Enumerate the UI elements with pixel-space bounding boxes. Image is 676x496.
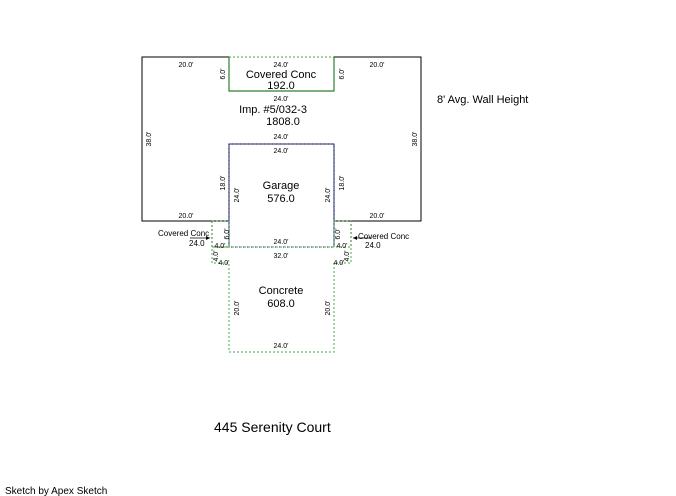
garage-area: 576.0 xyxy=(267,193,295,205)
dim-bottom-right: 20.0' xyxy=(370,213,385,220)
concrete-name: Concrete xyxy=(259,285,304,297)
covered-conc-left-name: Covered Conc xyxy=(158,229,209,238)
dim-small-left-h: 4.0' xyxy=(214,243,225,250)
dim-cc-left: 6.0' xyxy=(220,68,227,79)
dim-garage-right-outer: 18.0' xyxy=(339,176,346,191)
dim-conc-right-top: 4.0' xyxy=(333,260,344,267)
arrow-left-head xyxy=(206,236,210,240)
concrete-area: 608.0 xyxy=(267,298,295,310)
dim-conc-top: 32.0' xyxy=(274,253,289,260)
dim-left-side: 38.0' xyxy=(146,132,153,147)
covered-conc-left-outline xyxy=(211,220,230,248)
concrete-outline xyxy=(211,246,352,353)
covered-conc-right-name: Covered Conc xyxy=(358,232,409,241)
dim-conc-left: 20.0' xyxy=(234,301,241,316)
dim-cc-bottom: 24.0' xyxy=(274,96,289,103)
wall-height-note: 8' Avg. Wall Height xyxy=(437,94,528,106)
address-label: 445 Serenity Court xyxy=(214,419,331,435)
garage-name: Garage xyxy=(263,180,300,192)
dim-bottom-left: 20.0' xyxy=(179,213,194,220)
covered-conc-right-area: 24.0 xyxy=(365,241,381,250)
dim-garage-bottom: 24.0' xyxy=(274,239,289,246)
dim-small-left-v: 6.0' xyxy=(224,228,231,239)
dim-garage-left-inner: 24.0' xyxy=(234,188,241,203)
covered-conc-right-outline xyxy=(333,220,352,248)
dim-garage-top-inner: 24.0' xyxy=(274,148,289,155)
covered-conc-left-area: 24.0 xyxy=(189,239,205,248)
main-area-name: Imp. #5/032-3 xyxy=(239,104,307,116)
covered-conc-top-area: 192.0 xyxy=(267,80,295,92)
dim-top-right: 20.0' xyxy=(370,62,385,69)
dim-small-right-v: 6.0' xyxy=(335,228,342,239)
dim-garage-left-outer: 18.0' xyxy=(220,176,227,191)
dim-small-right-v2: 4.0' xyxy=(344,250,351,261)
dim-small-right-h: 4.0' xyxy=(336,243,347,250)
dim-conc-bottom: 24.0' xyxy=(274,343,289,350)
dim-top-mid: 24.0' xyxy=(274,62,289,69)
dim-right-side: 38.0' xyxy=(412,132,419,147)
dim-small-left-v2: 4.0' xyxy=(213,250,220,261)
dim-top-left: 20.0' xyxy=(179,62,194,69)
sketch-credit: Sketch by Apex Sketch xyxy=(5,486,107,496)
arrow-right-head xyxy=(353,236,357,240)
dim-garage-top-outer: 24.0' xyxy=(274,134,289,141)
dim-garage-right-inner: 24.0' xyxy=(325,188,332,203)
covered-conc-top-name: Covered Conc xyxy=(246,69,317,81)
main-area-value: 1808.0 xyxy=(266,116,300,128)
covered-conc-top-sides xyxy=(228,57,335,92)
dim-cc-right: 6.0' xyxy=(339,68,346,79)
dim-conc-left-top: 4.0' xyxy=(218,260,229,267)
dim-conc-right: 20.0' xyxy=(325,301,332,316)
